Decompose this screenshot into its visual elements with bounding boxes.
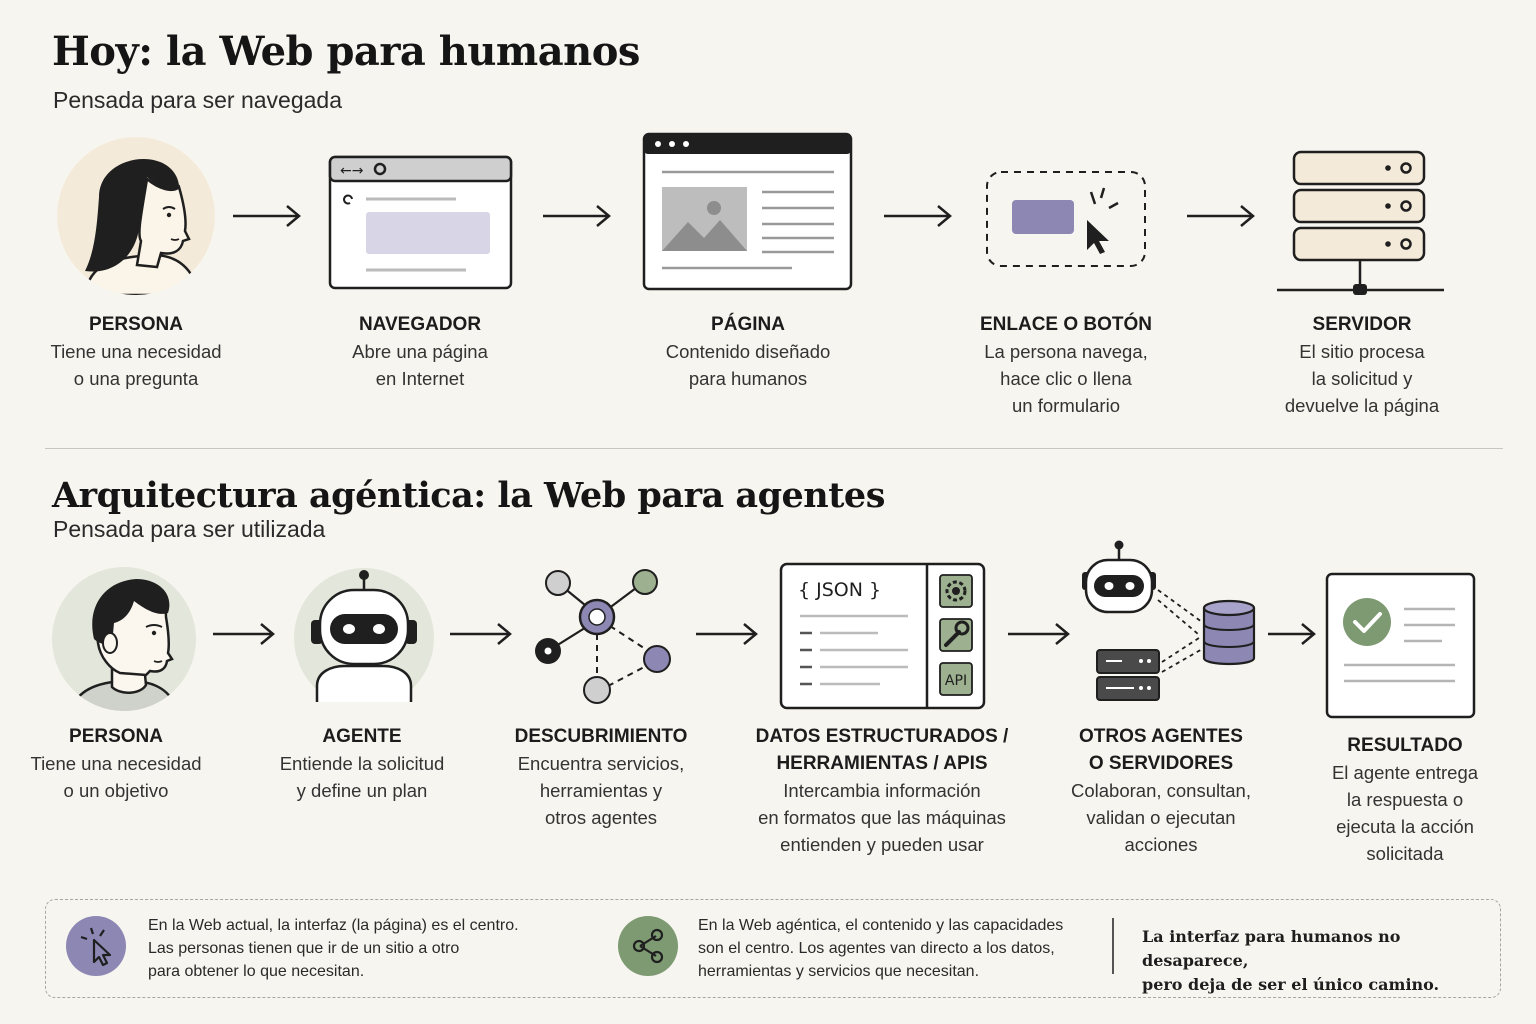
page-icon	[642, 132, 853, 291]
step-desc-line: en formatos que las máquinas	[758, 807, 1006, 828]
step-desc-line: El agente entrega	[1331, 762, 1479, 783]
step-desc-line: ejecuta la acción	[1336, 816, 1474, 837]
step-desc-line: otros agentes	[544, 807, 658, 828]
step-desc-line: o un objetivo	[63, 780, 169, 801]
quote-line: pero deja de ser el único camino.	[1142, 975, 1440, 994]
step-desc-line: en Internet	[375, 368, 465, 389]
top-section-title: Hoy: la Web para humanos	[52, 28, 640, 75]
step-desc-line: solicitada	[1366, 843, 1444, 864]
svg-text:←→: ←→	[340, 163, 364, 179]
step-desc-line: entienden y pueden usar	[780, 834, 984, 855]
flow-arrow-icon	[543, 205, 611, 227]
step-title: AGENTE	[322, 726, 402, 747]
flow-arrow-icon	[1268, 623, 1316, 645]
step-title-line-2: HERRAMIENTAS / APIS	[776, 753, 988, 774]
step-desc-line: Intercambia información	[783, 780, 981, 801]
step-desc-line: devuelve la página	[1284, 395, 1440, 416]
step-desc-line: Abre una página	[352, 341, 488, 362]
cursor-click-icon	[66, 916, 126, 976]
summary-divider	[1112, 918, 1114, 974]
step-desc-line: un formulario	[1012, 395, 1120, 416]
step-title: DATOS ESTRUCTURADOS /	[755, 726, 1009, 747]
browser-icon: ←→	[328, 155, 513, 290]
step-desc-line: Encuentra servicios,	[517, 753, 685, 774]
flow-arrow-icon	[213, 623, 275, 645]
step-desc-line: para humanos	[688, 368, 808, 389]
top-step-enlace: ENLACE O BOTÓN La persona navega, hace cl…	[946, 311, 1186, 419]
bottom-step-otros-agentes: OTROS AGENTES O SERVIDORES Colaboran, co…	[1046, 723, 1276, 858]
bottom-step-descubrimiento: DESCUBRIMIENTO Encuentra servicios, herra…	[491, 723, 711, 831]
step-desc-line: Entiende la solicitud	[279, 753, 445, 774]
agents-servers-icon	[1082, 540, 1256, 701]
bottom-step-persona: PERSONA Tiene una necesidad o un objetivo	[6, 723, 226, 804]
share-icon	[618, 916, 678, 976]
top-section-subtitle: Pensada para ser navegada	[53, 87, 342, 113]
step-desc-line: y define un plan	[296, 780, 428, 801]
robot-icon	[294, 568, 434, 702]
step-title: OTROS AGENTES	[1079, 726, 1243, 747]
bottom-section-title: Arquitectura agéntica: la Web para agent…	[52, 475, 885, 516]
person-icon	[52, 567, 196, 711]
step-title-line-2: O SERVIDORES	[1088, 753, 1234, 774]
bottom-section-subtitle: Pensada para ser utilizada	[53, 516, 326, 542]
flow-arrow-icon	[1187, 205, 1255, 227]
top-step-servidor: SERVIDOR El sitio procesa la solicitud y d…	[1242, 311, 1482, 419]
summary-line: herramientas y servicios que necesitan.	[698, 963, 980, 980]
api-label: API	[945, 673, 967, 689]
step-title: PERSONA	[89, 314, 183, 335]
step-desc-line: validan o ejecutan	[1086, 807, 1236, 828]
bottom-step-resultado: RESULTADO El agente entrega la respuesta …	[1300, 732, 1510, 867]
step-desc-line: acciones	[1124, 834, 1198, 855]
json-label: { JSON }	[798, 579, 881, 601]
step-title: NAVEGADOR	[358, 314, 482, 335]
summary-quote: La interfaz para humanos no desaparece, …	[1142, 925, 1492, 997]
step-desc-line: Colaboran, consultan,	[1071, 780, 1251, 801]
summary-line: En la Web agéntica, el contenido y las c…	[698, 917, 1064, 934]
bottom-step-datos: DATOS ESTRUCTURADOS / HERRAMIENTAS / API…	[734, 723, 1030, 858]
click-button-icon	[986, 171, 1146, 267]
step-title: PÁGINA	[711, 314, 785, 335]
step-desc-line: o una pregunta	[73, 368, 199, 389]
step-title: ENLACE O BOTÓN	[979, 314, 1153, 335]
quote-line: La interfaz para humanos no desaparece,	[1142, 927, 1401, 970]
flow-arrow-icon	[884, 205, 952, 227]
section-divider	[45, 448, 1503, 449]
person-icon	[57, 137, 215, 295]
step-title: PERSONA	[69, 726, 163, 747]
step-desc-line: hace clic o llena	[1000, 368, 1132, 389]
step-desc-line: Contenido diseñado	[665, 341, 831, 362]
summary-current-web: En la Web actual, la interfaz (la página…	[148, 914, 588, 983]
top-step-pagina: PÁGINA Contenido diseñado para humanos	[628, 311, 868, 392]
flow-arrow-icon	[1008, 623, 1070, 645]
summary-line: para obtener lo que necesitan.	[148, 963, 365, 980]
step-desc-line: herramientas y	[539, 780, 663, 801]
step-title: SERVIDOR	[1312, 314, 1412, 335]
flow-arrow-icon	[696, 623, 758, 645]
summary-line: Las personas tienen que ir de un sitio a…	[148, 940, 460, 957]
step-desc-line: la solicitud y	[1311, 368, 1413, 389]
summary-line: En la Web actual, la interfaz (la página…	[148, 917, 519, 934]
bottom-step-agente: AGENTE Entiende la solicitud y define un …	[252, 723, 472, 804]
server-icon	[1277, 150, 1444, 295]
step-desc-line: Tiene una necesidad	[30, 753, 202, 774]
flow-arrow-icon	[233, 205, 301, 227]
flow-arrow-icon	[450, 623, 512, 645]
summary-line: son el centro. Los agentes van directo a…	[698, 940, 1055, 957]
step-title: RESULTADO	[1347, 735, 1463, 756]
step-desc-line: Tiene una necesidad	[50, 341, 222, 362]
summary-agentic-web: En la Web agéntica, el contenido y las c…	[698, 914, 1098, 983]
result-check-icon	[1325, 572, 1476, 719]
top-step-persona: PERSONA Tiene una necesidad o una pregunt…	[16, 311, 256, 392]
step-desc-line: La persona navega,	[984, 341, 1148, 362]
step-title: DESCUBRIMIENTO	[514, 726, 688, 747]
json-api-icon: { JSON } API	[779, 562, 986, 710]
step-desc-line: El sitio procesa	[1299, 341, 1425, 362]
network-icon	[535, 569, 671, 704]
step-desc-line: la respuesta o	[1346, 789, 1464, 810]
summary-box	[45, 899, 1501, 998]
top-step-navegador: NAVEGADOR Abre una página en Internet	[300, 311, 540, 392]
